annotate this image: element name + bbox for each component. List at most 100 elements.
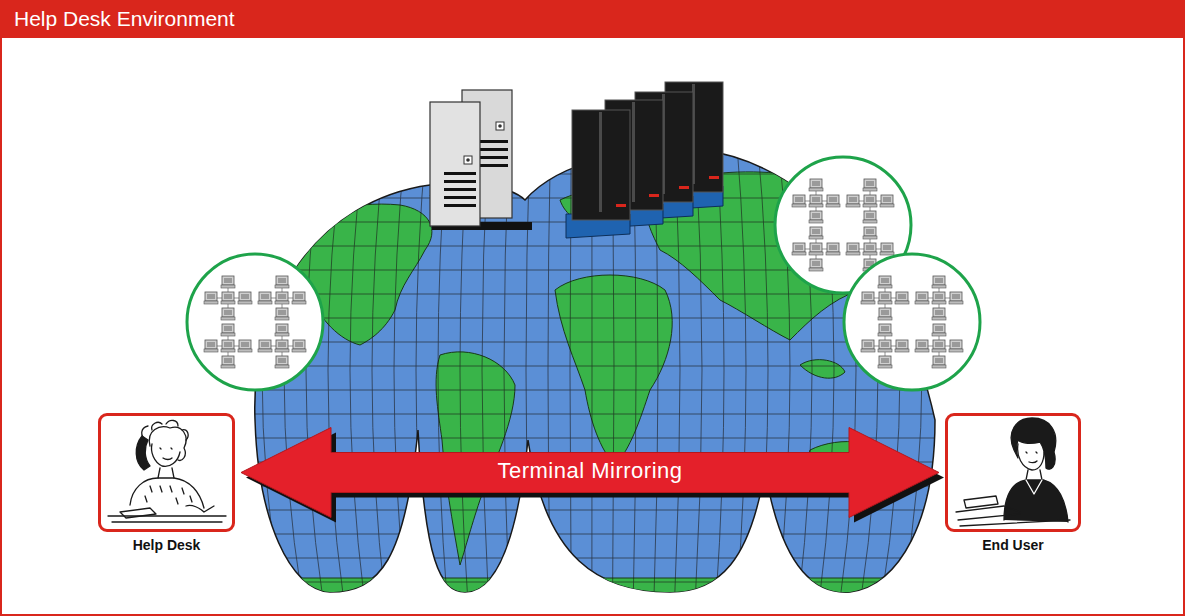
meridian [328, 140, 344, 600]
parallel [240, 534, 950, 535]
diagram-title: Help Desk Environment [0, 0, 1185, 38]
computer-icon [275, 276, 289, 288]
computer-icon [204, 340, 218, 352]
mirroring-arrow [241, 428, 939, 518]
computer-icon [878, 356, 892, 368]
computer-icon [861, 292, 875, 304]
computer-icon [878, 292, 892, 304]
computer-icon [275, 340, 289, 352]
continent [240, 578, 950, 610]
computer-icon [792, 195, 806, 207]
title-bar: Help Desk Environment [0, 0, 1185, 38]
computer-icon [932, 308, 946, 320]
parallel [240, 414, 950, 415]
computer-icon [204, 292, 218, 304]
parallel [240, 438, 950, 439]
computer-icon [826, 243, 840, 255]
computer-icon [915, 292, 929, 304]
computer-icon [221, 340, 235, 352]
meridian [416, 140, 426, 600]
meridian [695, 140, 702, 600]
computer-icon [221, 356, 235, 368]
computer-icon [863, 211, 877, 223]
parallel [240, 342, 950, 343]
computer-icon [292, 292, 306, 304]
meridian [372, 140, 385, 600]
computer-icon [932, 276, 946, 288]
computer-icon [949, 340, 963, 352]
arrow-label: Terminal Mirroring [497, 458, 682, 484]
person-box: Help Desk [98, 413, 235, 532]
person-box: End User [945, 413, 1081, 532]
computer-icon [275, 292, 289, 304]
computer-icon [238, 340, 252, 352]
computer-icon [292, 340, 306, 352]
computer-icon [932, 356, 946, 368]
meridian [737, 140, 746, 600]
computer-icon [221, 308, 235, 320]
parallel [240, 390, 950, 391]
meridian [548, 140, 551, 600]
role-label: Help Desk [133, 537, 201, 553]
computer-icon [809, 211, 823, 223]
help-desk-person [108, 420, 226, 522]
computer-icon [863, 227, 877, 239]
computer-icon [863, 195, 877, 207]
meridian [394, 140, 406, 600]
parallel [240, 582, 950, 583]
computer-icon [238, 292, 252, 304]
network-cluster [844, 254, 980, 390]
computer-icon [846, 195, 860, 207]
computer-icon [932, 340, 946, 352]
computer-icon [792, 243, 806, 255]
computer-icon [258, 292, 272, 304]
computer-icon [809, 179, 823, 191]
computer-icon [863, 179, 877, 191]
continent [800, 360, 845, 379]
computer-icon [826, 195, 840, 207]
computer-icon [846, 243, 860, 255]
computer-icon [949, 292, 963, 304]
meridian [757, 140, 768, 600]
computer-icon [861, 340, 875, 352]
computer-icon [915, 340, 929, 352]
computer-icon [863, 243, 877, 255]
computer-icon [932, 292, 946, 304]
computer-icon [809, 243, 823, 255]
computer-icon [880, 195, 894, 207]
computer-icon [275, 308, 289, 320]
meridian [306, 140, 323, 600]
computer-icon [275, 356, 289, 368]
computer-icon [878, 308, 892, 320]
network-cluster [187, 254, 323, 390]
rack-server [566, 110, 630, 238]
computer-icon [809, 195, 823, 207]
parallel [240, 510, 950, 511]
telephone [136, 436, 150, 470]
computer-icon [809, 259, 823, 271]
tower-server [430, 102, 480, 226]
parallel [240, 558, 950, 559]
computer-icon [275, 324, 289, 336]
meridian [350, 140, 364, 600]
computer-icon [221, 276, 235, 288]
computer-icon [221, 324, 235, 336]
computer-icon [221, 292, 235, 304]
computer-icon [809, 227, 823, 239]
meridian [526, 140, 530, 600]
computer-icon [258, 340, 272, 352]
end-user-person [956, 418, 1070, 526]
computer-icon [878, 276, 892, 288]
role-label: End User [982, 537, 1043, 553]
computer-icon [880, 243, 894, 255]
computer-icon [932, 324, 946, 336]
computer-icon [878, 340, 892, 352]
meridian [716, 140, 724, 600]
computer-icon [878, 324, 892, 336]
computer-icon [895, 292, 909, 304]
servers [430, 82, 723, 238]
computer-icon [895, 340, 909, 352]
